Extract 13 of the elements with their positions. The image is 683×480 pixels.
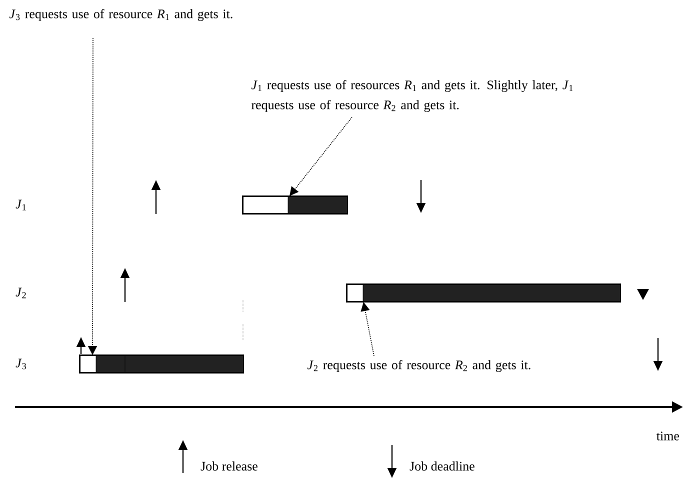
axis-label: time	[656, 432, 680, 440]
leader-arrow	[290, 116, 352, 196]
annotation-text: J$_{1}$ requests use of resources R$_{1}$ and gets it. Slightly later, J$_{1}$ requests use of resource R$_{2}$ and gets it.	[251, 80, 573, 112]
legend-text: Job release	[200, 461, 258, 471]
row-label: J$_{1}$	[16, 200, 26, 210]
task-bar	[242, 196, 348, 214]
legend-text: Job deadline	[410, 461, 474, 471]
task-bar	[346, 284, 621, 302]
row-label: J$_{2}$	[16, 288, 26, 298]
annotation-text: J$_{2}$ requests use of resource R$_{2}$ and gets it.	[307, 360, 530, 372]
annotation-text: J$_{3}$ requests use of resource R$_{1}$ and gets it.	[9, 9, 232, 21]
task-bar	[79, 354, 244, 374]
row-label: J$_{3}$	[16, 358, 26, 370]
